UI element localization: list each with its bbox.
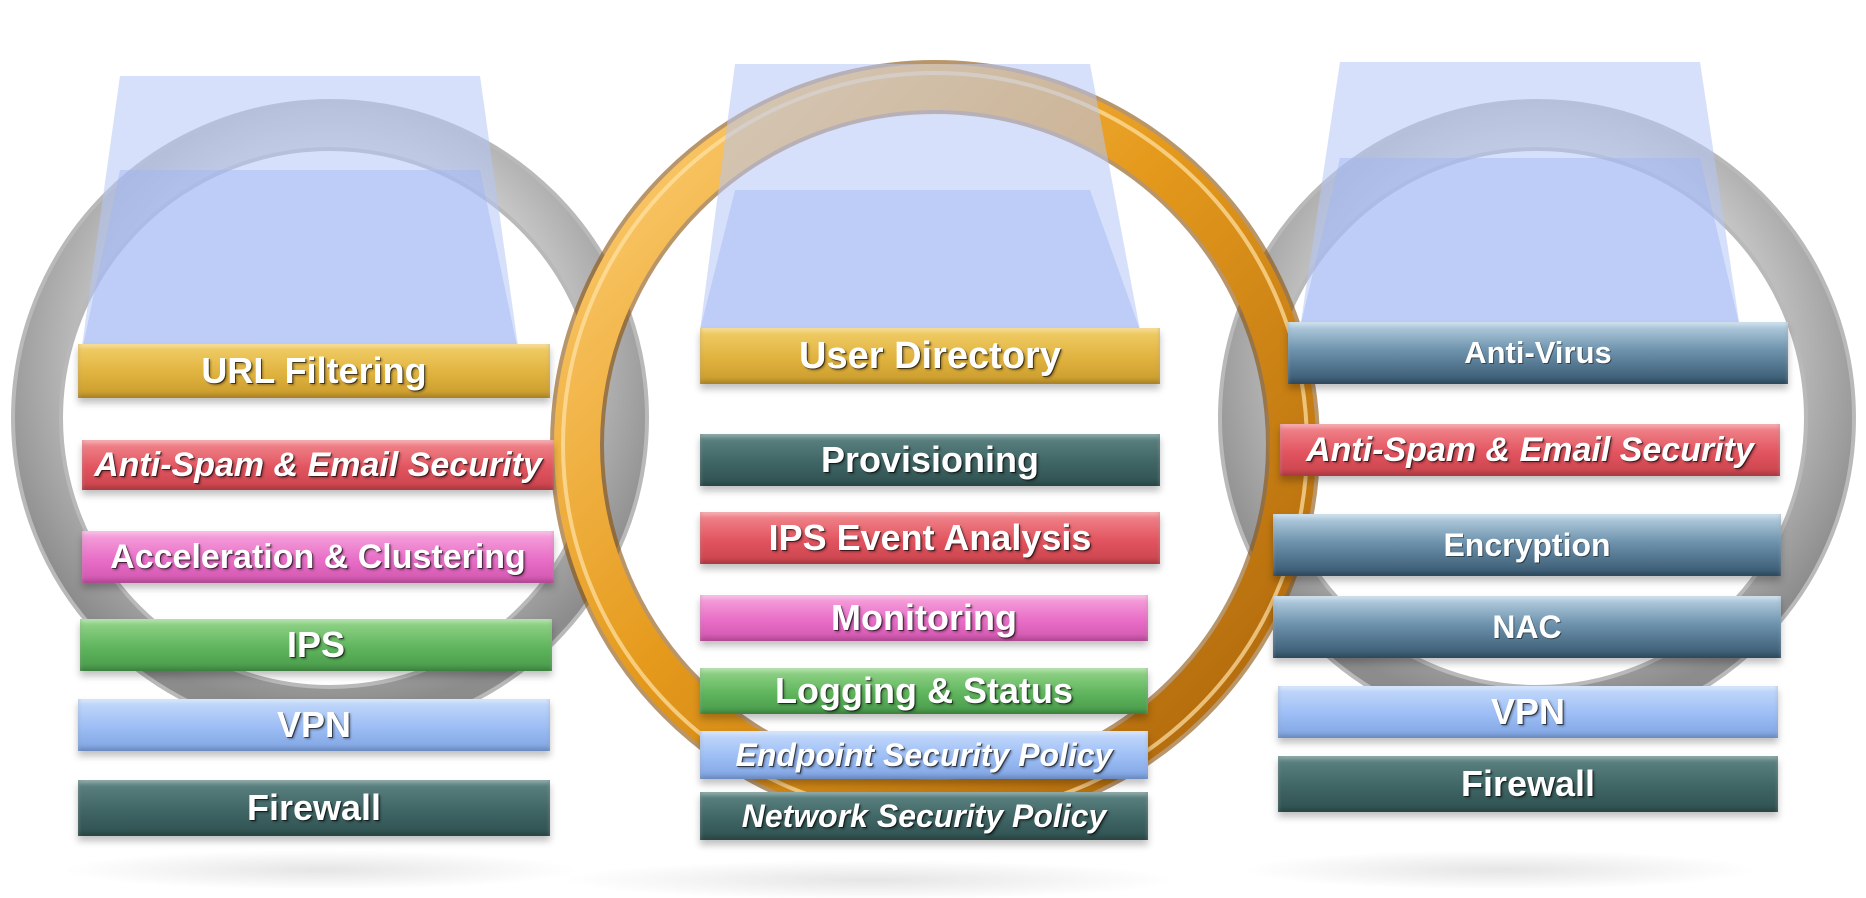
floor-shadow	[60, 850, 580, 890]
center-glass-panels	[700, 64, 1140, 330]
left-layer-vpn: VPN	[78, 699, 550, 751]
center-layer-provisioning: Provisioning	[700, 434, 1160, 486]
left-glass-panels	[80, 76, 520, 360]
center-layer-user-directory: User Directory	[700, 328, 1160, 384]
left-layer-url-filtering: URL Filtering	[78, 344, 550, 398]
center-layer-logging-status: Logging & Status	[700, 668, 1148, 714]
left-layer-acceleration-clustering: Acceleration & Clustering	[82, 531, 554, 583]
right-layer-nac: NAC	[1273, 596, 1781, 658]
left-layer-anti-spam-email-security: Anti-Spam & Email Security	[82, 440, 554, 490]
center-layer-ips-event-analysis: IPS Event Analysis	[700, 512, 1160, 564]
right-glass-panels	[1300, 62, 1740, 328]
right-layer-anti-virus: Anti-Virus	[1288, 322, 1788, 384]
left-layer-firewall: Firewall	[78, 780, 550, 836]
floor-shadow	[1240, 850, 1760, 890]
center-layer-monitoring: Monitoring	[700, 595, 1148, 641]
right-layer-encryption: Encryption	[1273, 514, 1781, 576]
right-layer-firewall: Firewall	[1278, 756, 1778, 812]
left-layer-ips: IPS	[80, 619, 552, 671]
right-layer-anti-spam-email-security: Anti-Spam & Email Security	[1280, 424, 1780, 476]
center-layer-network-security-policy: Network Security Policy	[700, 792, 1148, 840]
floor-shadow	[560, 860, 1180, 898]
right-layer-vpn: VPN	[1278, 686, 1778, 738]
center-layer-endpoint-security-policy: Endpoint Security Policy	[700, 731, 1148, 779]
